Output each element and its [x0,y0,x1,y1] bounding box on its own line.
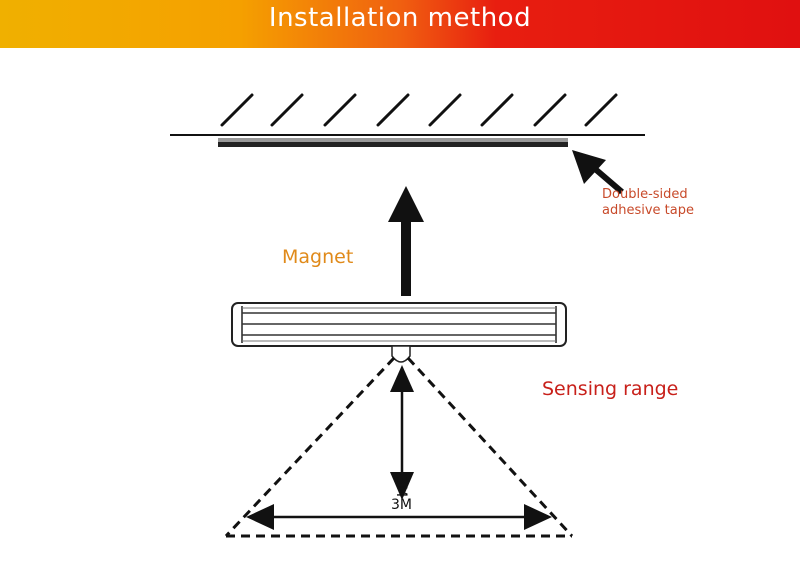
adhesive-tape-strip [218,138,568,142]
tape-label: Double-sided adhesive tape [602,187,694,219]
light-bar [231,302,567,347]
magnet-label: Magnet [282,246,354,268]
sensor-icon [391,345,411,363]
ceiling-hatching [220,93,618,127]
vertical-dimension-arrow [390,365,414,500]
vertical-distance-label: 3M [393,476,409,497]
up-arrow-icon [388,186,424,296]
horizontal-distance-label: 3M [391,497,412,513]
horizontal-dimension-arrow [246,504,552,530]
tape-label-line1: Double-sided [602,187,688,202]
page-title: Installation method [268,3,532,33]
header-banner [0,0,800,48]
sensing-range-triangle [224,356,574,538]
tape-label-line2: adhesive tape [602,203,694,218]
sensing-range-label: Sensing range [542,378,679,400]
tape-pointer-arrow-icon [572,150,624,195]
